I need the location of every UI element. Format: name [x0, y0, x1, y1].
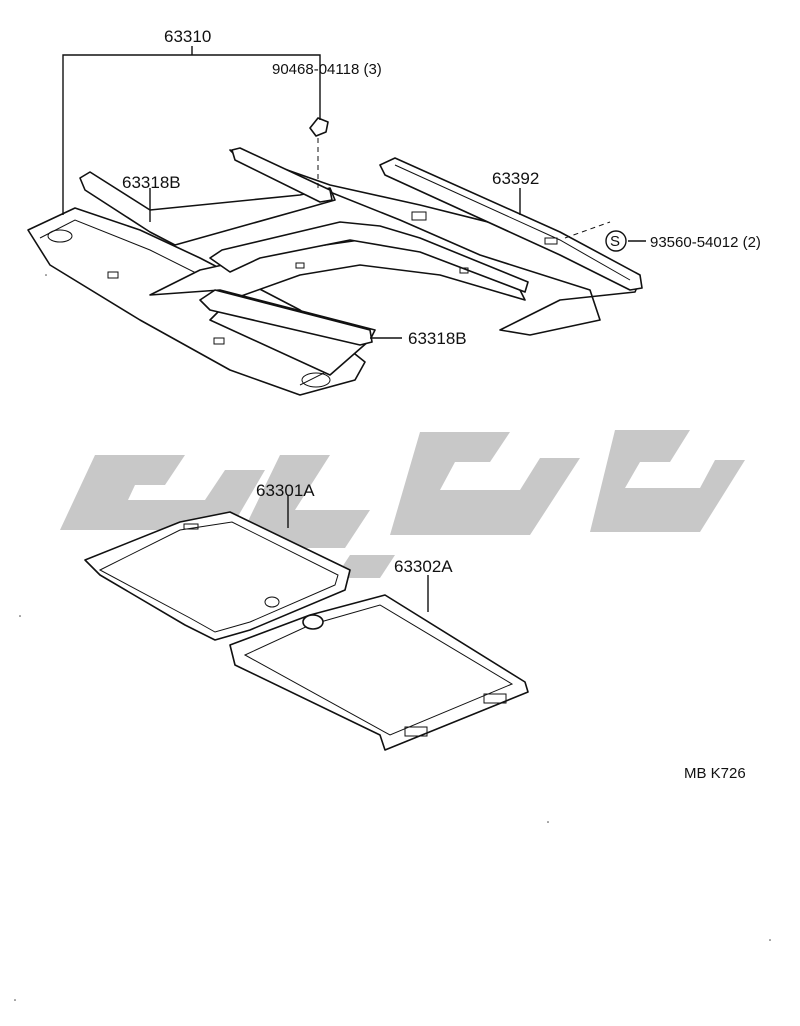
figure-code: MB K726: [684, 765, 746, 782]
screw-s-icon: S: [605, 230, 627, 252]
label-63318b-top: 63318B: [122, 173, 181, 192]
sunroof-panel-63301A: [84, 511, 351, 641]
screw-marker-label: S: [610, 233, 620, 250]
sunroof-panel-63302A: [229, 594, 529, 751]
side-rail-63392: [379, 157, 643, 291]
label-63310: 63310: [164, 27, 211, 46]
clip-icon: [309, 117, 329, 190]
label-93560-54012: 93560-54012 (2): [650, 234, 761, 251]
roof-frame-assembly: [27, 147, 641, 396]
watermark-logo: [60, 430, 745, 578]
label-63302a: 63302A: [394, 557, 453, 576]
label-63301a: 63301A: [256, 481, 315, 500]
scan-specks: [14, 274, 771, 1001]
label-90468-04118: 90468-04118 (3): [272, 61, 382, 78]
label-63318b-bottom: 63318B: [408, 329, 467, 348]
label-63392: 63392: [492, 169, 539, 188]
leader-lines: [62, 46, 646, 612]
